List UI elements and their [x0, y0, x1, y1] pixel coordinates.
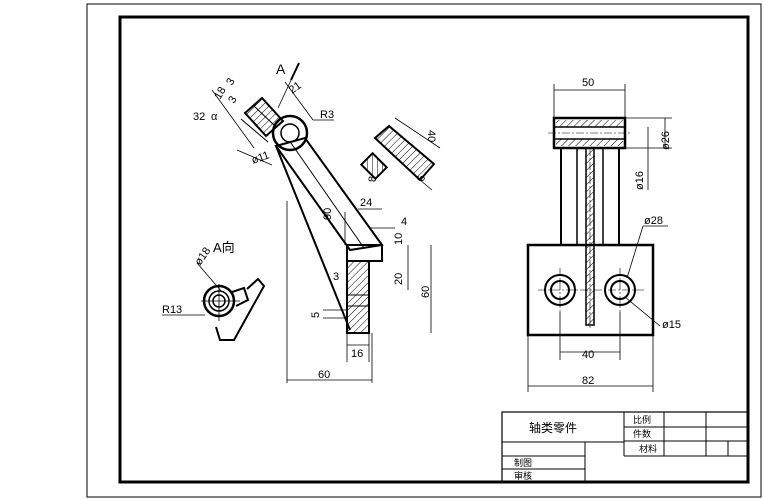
front-view: A — [193, 61, 441, 383]
dim-d16: ø16 — [634, 171, 646, 190]
section-a-label: A — [276, 61, 286, 77]
view-a-label: A向 — [213, 240, 235, 255]
dim-3b: 3 — [226, 94, 239, 105]
view-a: A向 ø18 R13 — [162, 240, 266, 341]
top-boss-hole — [280, 123, 300, 143]
dim-10: 10 — [393, 233, 405, 245]
title-block: 轴类零件 比例 件数 材料 制图 审核 — [501, 411, 749, 483]
dim-40-side: 40 — [582, 349, 594, 361]
dim-d28: ø28 — [644, 215, 663, 227]
dim-40: 40 — [425, 130, 437, 142]
inner-frame — [118, 15, 750, 484]
dim-d18: ø18 — [193, 245, 214, 267]
dim-82: 82 — [582, 375, 594, 387]
dim-4: 4 — [401, 216, 407, 228]
dim-60-horizontal: 60 — [318, 369, 330, 381]
material-label: 材料 — [639, 443, 657, 454]
side-hub-hatch-bottom — [556, 139, 623, 146]
side-base — [526, 243, 655, 337]
quantity-label: 件数 — [633, 428, 651, 439]
arm-inner-line — [290, 142, 365, 249]
dim-3c: 3 — [333, 271, 339, 283]
scale-label: 比例 — [633, 414, 651, 425]
part-name: 轴类零件 — [529, 420, 577, 435]
side-view: 50 ø26 ø16 ø28 ø15 40 82 — [526, 77, 681, 392]
aux-flange — [231, 286, 250, 307]
dim-32: 32 — [193, 111, 205, 123]
dim-3a: 3 — [224, 76, 237, 87]
dim-16: 16 — [351, 348, 363, 360]
dim-60-vertical: 60 — [420, 286, 432, 298]
rib-stem — [359, 151, 389, 181]
rib-section — [373, 124, 436, 182]
dim-5: 5 — [310, 312, 322, 318]
dim-d26: ø26 — [660, 131, 672, 150]
dim-d15: ø15 — [662, 319, 681, 331]
dim-50: 50 — [582, 77, 594, 89]
top-boss-outer — [271, 114, 309, 152]
dim-18: 18 — [212, 85, 229, 102]
dim-d11: ø11 — [250, 149, 271, 166]
angle-symbol: α — [211, 111, 218, 123]
dim-r3: R3 — [320, 109, 334, 121]
dim-20: 20 — [393, 273, 405, 285]
arm-body — [274, 136, 384, 252]
checked-label: 审核 — [514, 470, 532, 481]
dim-6: 6 — [415, 174, 428, 182]
aux-lug — [215, 277, 266, 341]
drawn-label: 制图 — [514, 457, 532, 468]
lower-block-hatched — [346, 260, 370, 334]
dim-r13: R13 — [162, 304, 182, 316]
top-flange — [243, 96, 285, 138]
dim-8: 8 — [367, 176, 379, 182]
outer-border — [86, 3, 762, 498]
side-hub-hatch-top — [556, 120, 623, 127]
dim-24: 24 — [360, 197, 372, 209]
dim-21: 21 — [287, 80, 304, 97]
section-leader — [277, 62, 300, 109]
dim-90: 90 — [322, 208, 334, 220]
